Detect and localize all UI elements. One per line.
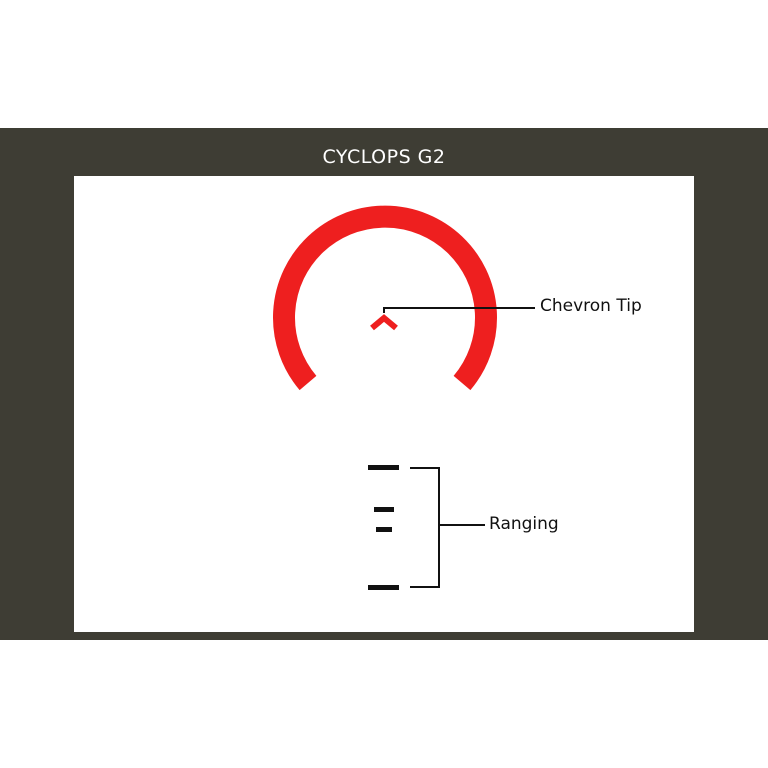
- ranging-mark-bottom: [368, 585, 399, 590]
- page-title: CYCLOPS G2: [322, 146, 446, 168]
- ranging-label: Ranging: [489, 514, 559, 534]
- ranging-mark-top: [368, 465, 399, 470]
- ranging-mark-2: [374, 507, 394, 512]
- reticle-canvas: [74, 176, 694, 632]
- horseshoe-ring-icon: [273, 205, 497, 391]
- chevron-tip-label: Chevron Tip: [540, 296, 642, 316]
- ranging-mark-3: [376, 527, 392, 532]
- chevron-icon: [370, 314, 398, 331]
- ranging-bracket: [410, 467, 440, 588]
- chevron-leader-line: [383, 307, 535, 313]
